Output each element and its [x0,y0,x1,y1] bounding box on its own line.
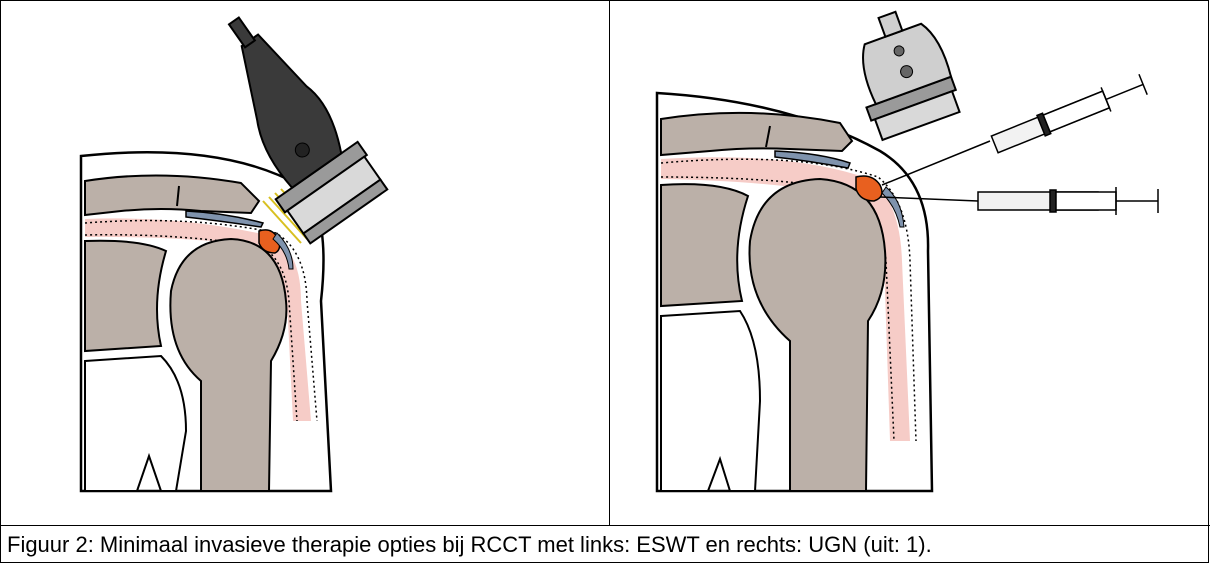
ugn-shoulder-illustration [610,1,1210,525]
acromion-bone [661,113,852,155]
glenoid-bone [85,241,166,351]
figure-caption: Figuur 2: Minimaal invasieve therapie op… [7,532,932,558]
acromion-bone [85,175,259,215]
scapula-lower [661,311,760,491]
scapula-lower [85,356,186,491]
right-panel-ugn [610,1,1210,525]
left-panel-eswt [1,1,610,525]
eswt-shoulder-illustration [1,1,609,525]
caption-cell: Figuur 2: Minimaal invasieve therapie op… [1,525,1210,564]
glenoid-bone [661,184,748,306]
ultrasound-probe [839,1,964,141]
